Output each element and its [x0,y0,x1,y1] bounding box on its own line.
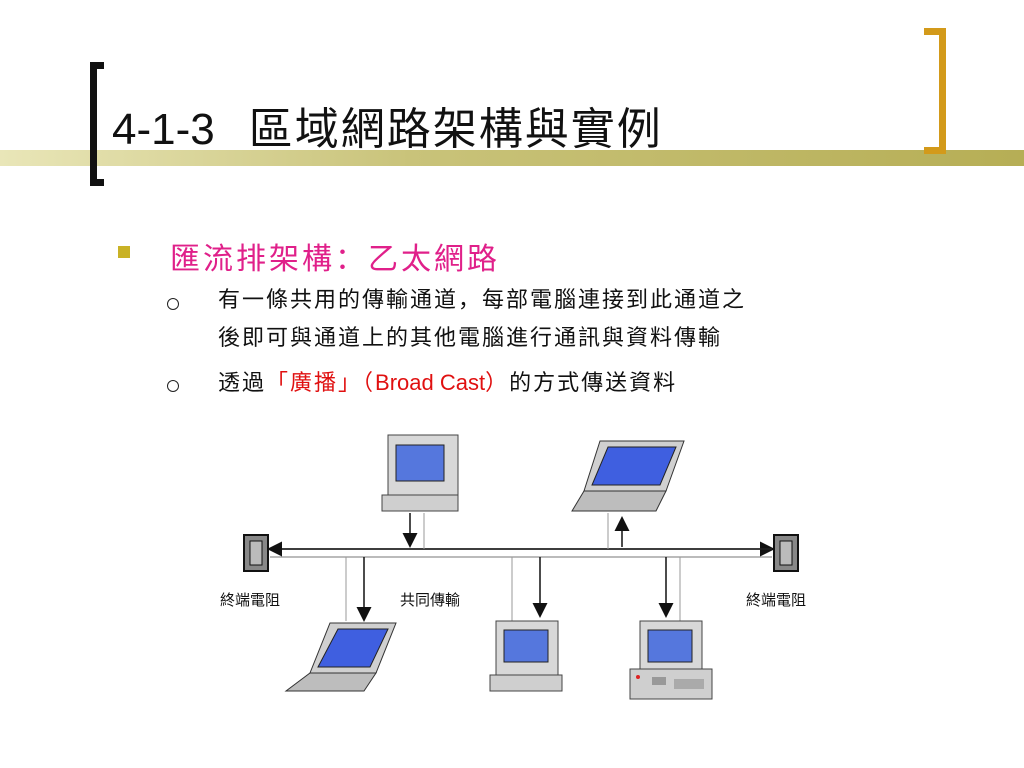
laptop-computer-icon [284,622,397,692]
bullet-heading: 匯流排架構：乙太網路 [170,242,500,277]
sub-bullet-2-suffix: 的方式傳送資料 [509,371,678,396]
circle-bullet-icon [167,298,179,310]
circle-bullet-icon [167,380,179,392]
slide-title: 4-1-3 區域網路架構與實例 [112,100,663,160]
left-bracket-decoration [90,62,104,186]
right-bracket-decoration [924,28,946,154]
shared-medium-label: 共同傳輸 [400,591,460,609]
title-underline-band [0,150,1024,166]
desktop-computer-icon [489,620,563,692]
title-number: 4-1-3 [112,105,215,154]
laptop-computer-icon [571,440,685,512]
terminator-left-label: 終端電阻 [220,591,280,609]
desktop-pc-icon [629,620,713,700]
square-bullet-icon [118,246,130,258]
bus-network-diagram: 終端電阻 共同傳輸 終端電阻 [220,434,806,700]
terminator-left-icon [243,534,269,572]
broadcast-term-english: Broad Cast [375,370,486,395]
sub-bullet-2: 透過「廣播」（Broad Cast）的方式傳送資料 [218,366,677,401]
desktop-computer-icon [381,434,459,512]
broadcast-term-close: ） [485,371,510,396]
broadcast-term-open: 「廣播」（ [266,371,376,396]
sub-bullet-1-line-2: 後即可與通道上的其他電腦進行通訊與資料傳輸 [218,326,723,351]
terminator-right-icon [773,534,799,572]
sub-bullet-2-prefix: 透過 [218,371,267,396]
title-text: 區域網路架構與實例 [248,104,663,155]
sub-bullet-1-line-1: 有一條共用的傳輸通道，每部電腦連接到此通道之 [218,288,747,313]
terminator-right-label: 終端電阻 [746,591,806,609]
